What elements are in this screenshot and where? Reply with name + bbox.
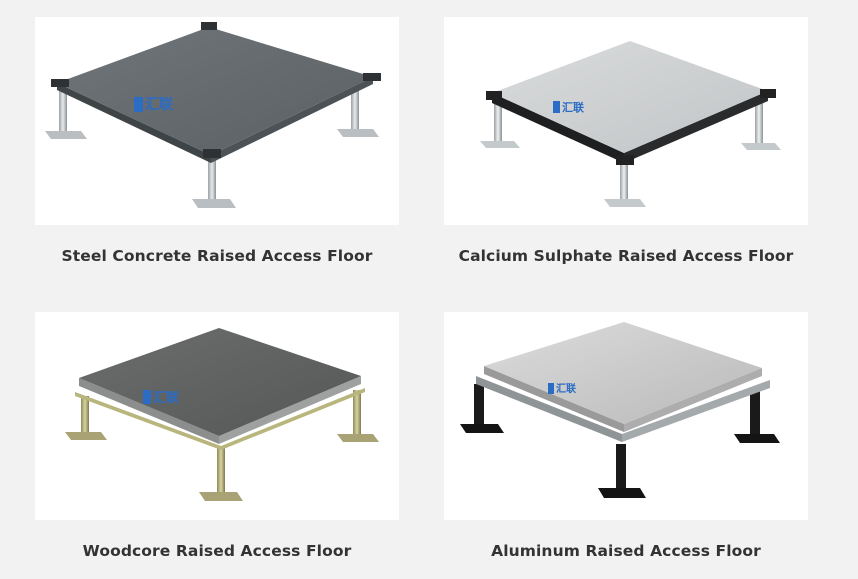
brand-logo-text: 汇联 [145,97,174,113]
aluminum-floor-panel-icon: 汇联 [460,322,780,498]
brand-logo-text: 汇联 [562,100,584,114]
product-title[interactable]: Calcium Sulphate Raised Access Floor [458,247,794,265]
brand-logo-text: 汇联 [556,382,576,395]
product-image-calcium-sulphate[interactable]: 汇联 [444,17,808,225]
product-card-woodcore[interactable]: 汇联 Woodcore Raised Access Floor [35,312,399,560]
product-title[interactable]: Aluminum Raised Access Floor [491,542,761,560]
woodcore-floor-panel-icon: 汇联 [65,328,379,501]
product-card-calcium-sulphate[interactable]: 汇联 Calcium Sulphate Raised Access Floor [444,17,808,265]
product-image-steel-concrete[interactable]: 汇联 [35,17,399,225]
product-title[interactable]: Steel Concrete Raised Access Floor [61,247,373,265]
product-card-steel-concrete[interactable]: 汇联 Steel Concrete Raised Access Floor [35,17,399,265]
calcium-sulphate-floor-panel-icon: 汇联 [480,41,781,207]
product-image-aluminum[interactable]: 汇联 [444,312,808,520]
product-title[interactable]: Woodcore Raised Access Floor [82,542,352,560]
brand-logo-text: 汇联 [153,391,179,406]
product-card-aluminum[interactable]: 汇联 Aluminum Raised Access Floor [444,312,808,560]
product-image-woodcore[interactable]: 汇联 [35,312,399,520]
steel-concrete-floor-panel-icon: 汇联 [45,22,381,208]
